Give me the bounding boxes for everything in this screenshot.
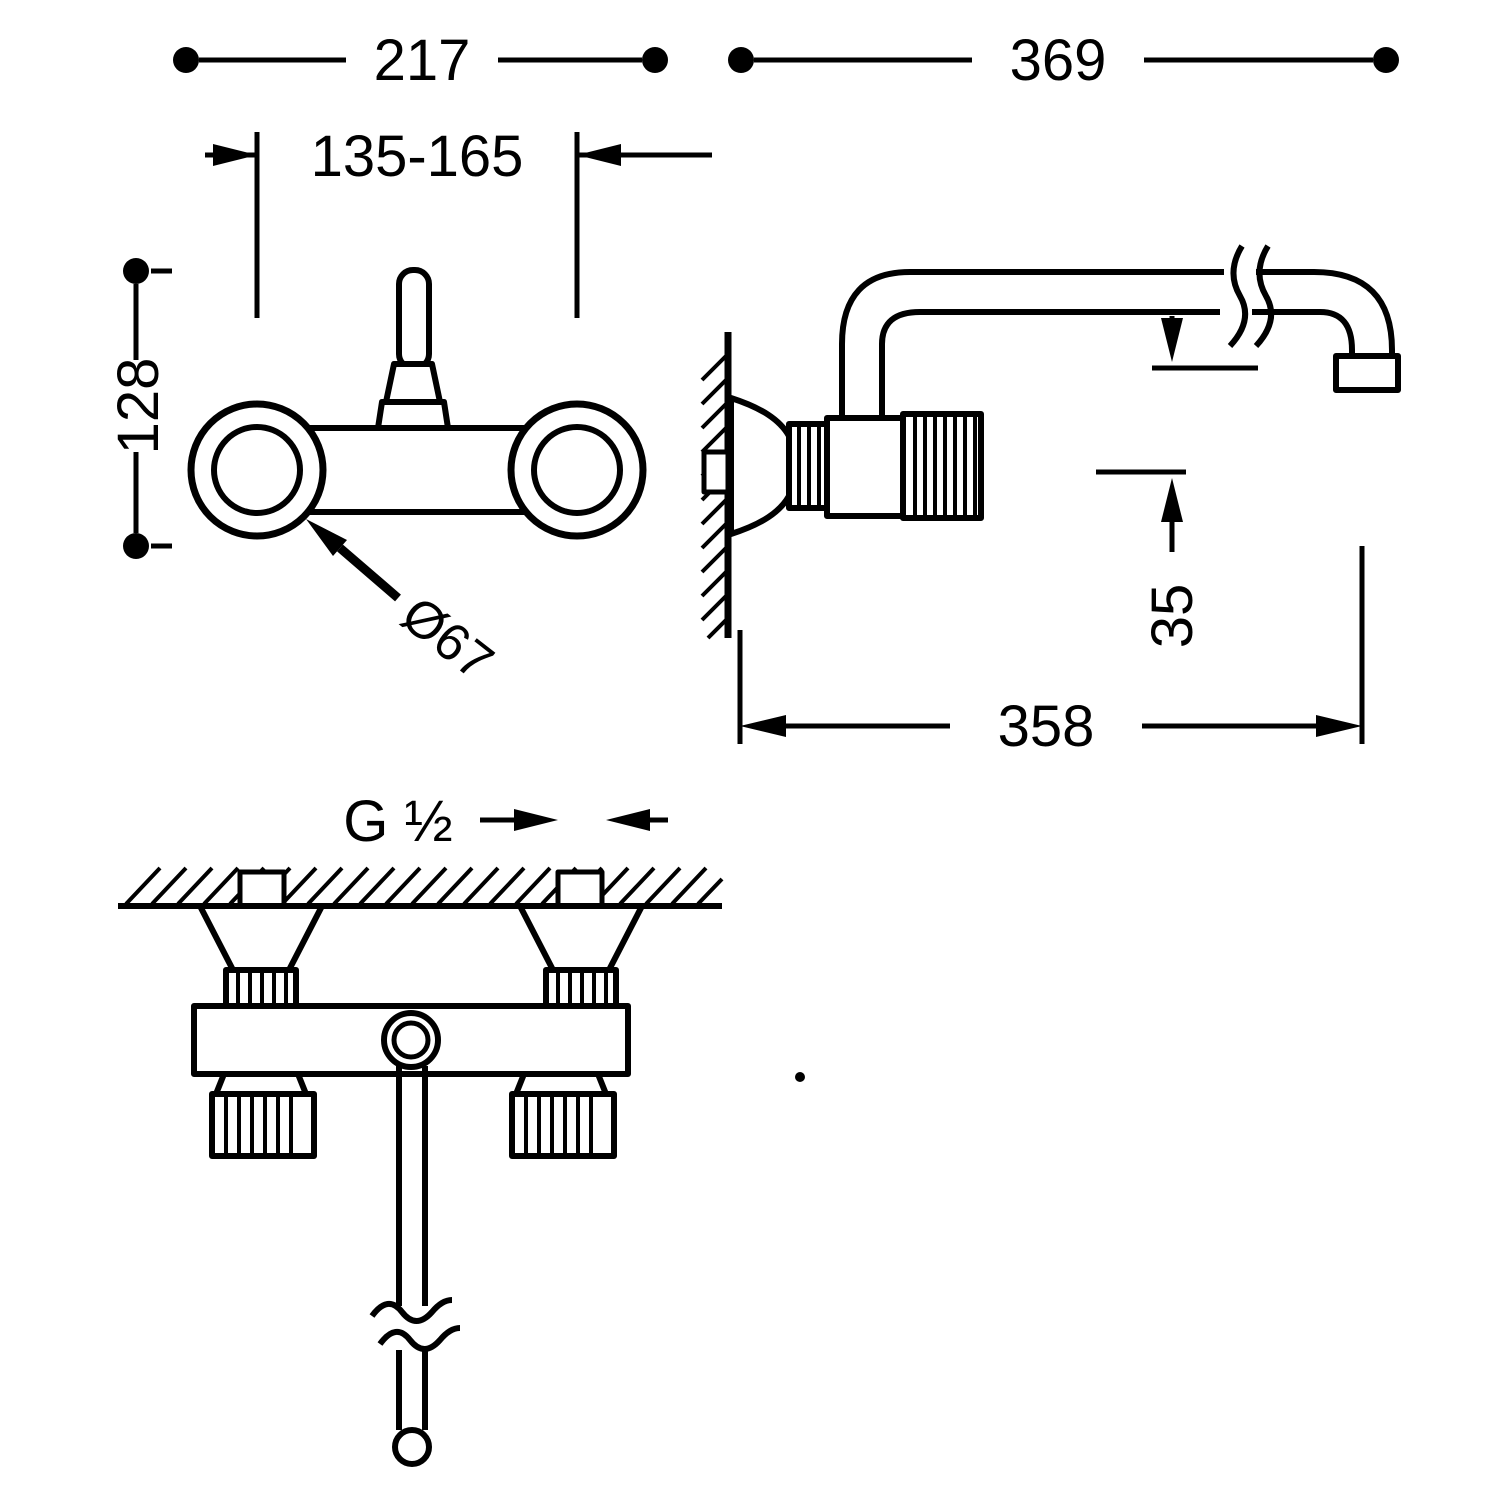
dimension-35: 35: [1096, 469, 1205, 649]
right-nut-knurl: [556, 970, 608, 1006]
dim-label-front-width: 217: [374, 28, 471, 93]
left-nut-knurl: [236, 970, 288, 1006]
right-supply-stub: [555, 869, 605, 909]
spout-pipe-inner: [879, 309, 1220, 418]
lever-handle-neck: [383, 361, 443, 405]
pipe-break-mark: [369, 1297, 453, 1324]
arrowhead-up: [1161, 478, 1183, 522]
lever-handle-stem: [396, 267, 432, 371]
leader-arrowhead: [306, 519, 347, 556]
ceiling-hatching: [124, 866, 724, 906]
spout-elbow-inner: [1319, 309, 1355, 356]
dim-endpoint-dot: [173, 47, 199, 73]
left-escutcheon-bell: [197, 903, 325, 973]
dim-endpoint-dot: [1373, 47, 1399, 73]
arrowhead-right: [213, 144, 257, 166]
pipe-break-mark: [377, 1325, 461, 1352]
valve-body: [824, 415, 906, 519]
dim-label-spout-reach: 358: [998, 694, 1095, 759]
right-escutcheon-inner: [531, 424, 623, 516]
dimension-369: 369: [728, 28, 1399, 93]
dimension-358: 358: [737, 546, 1365, 759]
spout-pipe-continue: [1252, 269, 1320, 315]
dimension-spout-reference: [1152, 316, 1258, 371]
arrowhead-down: [1161, 318, 1183, 362]
dim-endpoint-dot: [123, 533, 149, 559]
spout-hub-inner: [391, 1020, 431, 1060]
pipe-break-mark: [1227, 244, 1249, 349]
spout-elbow-outer: [1313, 269, 1395, 356]
dim-endpoint-dot: [728, 47, 754, 73]
left-escutcheon-inner: [211, 424, 303, 516]
escutcheon-bell: [728, 395, 792, 537]
dim-label-side-depth: 369: [1010, 28, 1107, 93]
spout-pipe-outer: [839, 269, 1224, 418]
right-escutcheon-bell: [517, 903, 645, 973]
mounting-nut-knurl: [797, 424, 821, 508]
dim-label-inlet-centers: 135-165: [311, 124, 524, 189]
dim-endpoint-dot: [642, 47, 668, 73]
arrowhead-right: [1316, 715, 1362, 737]
dimension-dia67: Ø67: [306, 519, 504, 692]
arrowhead-left: [740, 715, 786, 737]
faucet-side-view: [700, 244, 1401, 640]
arrowhead-right: [514, 809, 558, 831]
left-handle-knurl: [224, 1094, 293, 1156]
dim-endpoint-dot: [123, 258, 149, 284]
right-handle-knurl: [524, 1094, 593, 1156]
wall-anchor-stub: [701, 449, 731, 495]
arrowhead-left: [577, 144, 621, 166]
dim-label-spout-drop: 35: [1140, 584, 1205, 649]
arrowhead-left: [606, 809, 650, 831]
wall-hatching: [700, 352, 730, 640]
dim-label-escutcheon-diameter: Ø67: [391, 586, 504, 692]
handle-knob-knurl: [913, 414, 977, 518]
spout-aerator-tip: [1333, 353, 1401, 393]
dimension-g-half: G ½: [343, 789, 668, 854]
faucet-front-view: [187, 267, 647, 540]
stray-mark-dot: [795, 1072, 805, 1082]
dim-label-front-height: 128: [106, 358, 171, 455]
spout-end-ring: [392, 1427, 432, 1467]
left-supply-stub: [237, 869, 287, 909]
spout-pipe-lower: [396, 1350, 428, 1430]
spout-pipe-upper: [396, 1066, 428, 1306]
dim-label-thread-size: G ½: [343, 789, 453, 854]
dimension-217: 217: [173, 28, 668, 93]
dimension-128: 128: [106, 258, 172, 559]
faucet-top-view: [118, 866, 724, 1467]
lever-handle-base: [375, 399, 451, 431]
pipe-break-mark: [1253, 244, 1275, 349]
leader-line: [337, 544, 401, 602]
dimension-135-165: 135-165: [205, 124, 712, 318]
